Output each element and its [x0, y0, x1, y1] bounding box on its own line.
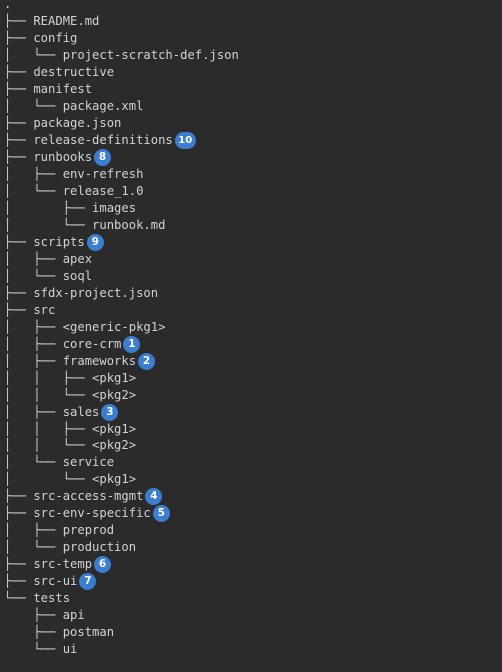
tree-entry-label: ├── src: [4, 302, 56, 317]
tree-line: │ ├── env-refresh: [4, 166, 143, 183]
tree-line: │ └── production: [4, 539, 136, 556]
annotation-badge: 8: [94, 148, 112, 166]
tree-line: │ └── project-scratch-def.json: [4, 47, 239, 64]
tree-entry-label: │ ├── env-refresh: [4, 166, 144, 181]
tree-entry-label: │ ├── core-crm: [4, 336, 122, 351]
tree-line: .: [4, 0, 11, 13]
tree-entry-label: │ └── <pkg1>: [4, 472, 137, 487]
tree-entry-label: ├── postman: [4, 625, 115, 640]
tree-entry-label: │ │ ├── <pkg1>: [4, 421, 137, 436]
tree-entry-label: ├── src-ui: [4, 574, 78, 589]
tree-entry-label: │ └── release_1.0: [4, 183, 144, 198]
tree-line: ├── config: [4, 30, 77, 47]
tree-entry-label: │ │ └── <pkg2>: [4, 387, 137, 402]
tree-entry-label: │ └── package.xml: [4, 98, 144, 113]
tree-line: ├── src: [4, 302, 55, 319]
tree-entry-label: ├── scripts: [4, 234, 85, 249]
tree-line: ├── destructive: [4, 64, 114, 81]
tree-entry-label: ├── src-env-specific: [4, 506, 151, 521]
annotation-badge: 3: [101, 403, 119, 421]
tree-entry-label: ├── config: [4, 30, 78, 45]
annotation-badge: 2: [138, 352, 156, 370]
annotation-badge: 9: [86, 233, 104, 251]
tree-entry-label: ├── README.md: [4, 13, 100, 28]
tree-line: │ │ └── <pkg2>: [4, 387, 136, 404]
tree-entry-label: └── tests: [4, 591, 71, 606]
tree-line: ├── manifest: [4, 81, 92, 98]
tree-line: │ └── runbook.md: [4, 217, 165, 234]
tree-entry-label: │ └── runbook.md: [4, 217, 166, 232]
tree-entry-label: │ │ └── <pkg2>: [4, 438, 137, 453]
tree-entry-label: .: [4, 0, 12, 11]
tree-line: │ │ └── <pkg2>: [4, 437, 136, 454]
tree-entry-label: ├── package.json: [4, 115, 122, 130]
tree-entry-label: ├── runbooks: [4, 149, 93, 164]
tree-line: │ └── <pkg1>: [4, 471, 136, 488]
tree-entry-label: ├── destructive: [4, 64, 115, 79]
tree-line: └── ui: [4, 641, 77, 658]
tree-entry-label: └── ui: [4, 642, 78, 657]
tree-line: │ ├── apex: [4, 251, 92, 268]
tree-line: │ └── release_1.0: [4, 183, 143, 200]
tree-entry-label: │ ├── apex: [4, 251, 93, 266]
tree-line: ├── postman: [4, 624, 114, 641]
tree-entry-label: ├── manifest: [4, 81, 93, 96]
annotation-badge: 4: [145, 488, 163, 506]
annotation-badge: 5: [152, 505, 170, 523]
tree-entry-label: │ └── soql: [4, 268, 93, 283]
annotation-badge: 1: [123, 335, 141, 353]
tree-line: ├── README.md: [4, 13, 99, 30]
tree-line: │ └── package.xml: [4, 98, 143, 115]
tree-line: │ ├── preprod: [4, 522, 114, 539]
tree-line: │ ├── images: [4, 200, 136, 217]
tree-line: ├── api: [4, 607, 85, 624]
tree-line: │ │ ├── <pkg1>: [4, 421, 136, 438]
tree-entry-label: ├── release-definitions: [4, 132, 173, 147]
tree-entry-label: │ └── project-scratch-def.json: [4, 47, 239, 62]
tree-line: ├── package.json: [4, 115, 121, 132]
tree-entry-label: │ │ ├── <pkg1>: [4, 370, 137, 385]
tree-entry-label: ├── sfdx-project.json: [4, 285, 159, 300]
tree-line: │ └── soql: [4, 268, 92, 285]
tree-line: │ │ ├── <pkg1>: [4, 370, 136, 387]
tree-entry-label: │ ├── <generic-pkg1>: [4, 319, 166, 334]
tree-entry-label: │ └── service: [4, 455, 115, 470]
annotation-badge: 10: [174, 131, 196, 149]
annotation-badge: 6: [94, 556, 112, 574]
tree-entry-label: │ ├── preprod: [4, 523, 115, 538]
tree-entry-label: ├── src-temp: [4, 557, 93, 572]
tree-entry-label: │ └── production: [4, 540, 137, 555]
tree-entry-label: │ ├── sales: [4, 404, 100, 419]
tree-entry-label: │ ├── images: [4, 200, 137, 215]
tree-entry-label: ├── src-access-mgmt: [4, 489, 144, 504]
tree-line: │ ├── <generic-pkg1>: [4, 319, 165, 336]
tree-line: │ └── service: [4, 454, 114, 471]
tree-entry-label: │ ├── frameworks: [4, 353, 137, 368]
annotation-badge: 7: [79, 573, 97, 591]
tree-line: ├── sfdx-project.json: [4, 285, 158, 302]
tree-line: └── tests: [4, 590, 70, 607]
tree-entry-label: ├── api: [4, 608, 85, 623]
